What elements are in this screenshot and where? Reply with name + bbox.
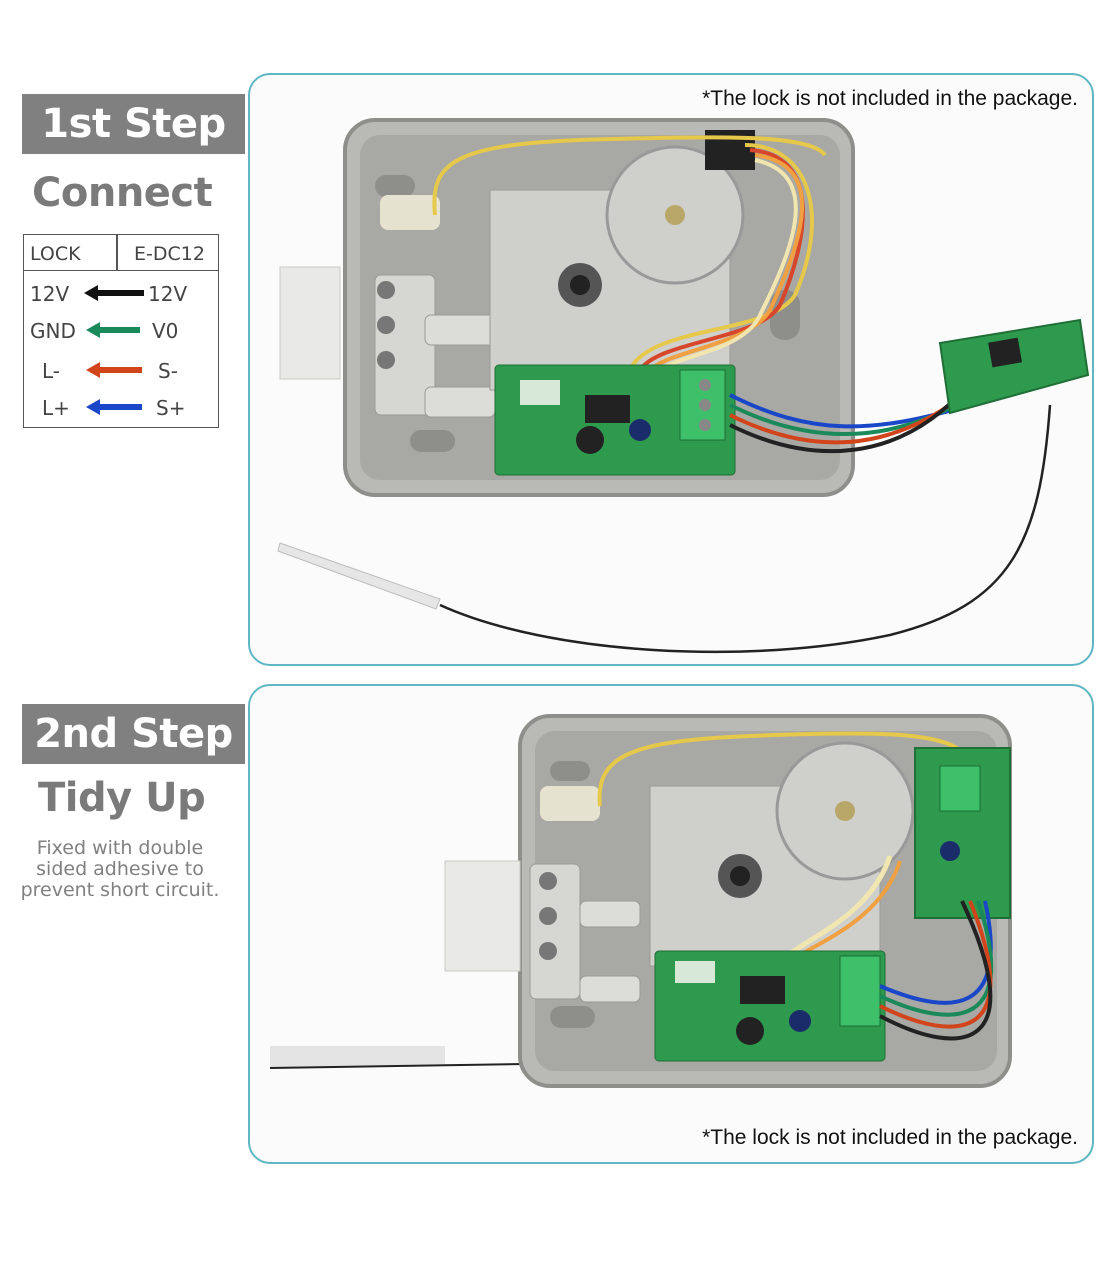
- wire-module-label: S-: [158, 359, 178, 383]
- step2-description: Fixed with double sided adhesive to prev…: [10, 838, 230, 901]
- wiring-row-l-plus: L+ S+: [24, 392, 220, 422]
- arrow-left-icon: [86, 362, 142, 378]
- wiring-table: LOCK E-DC12 12V 12V GND V0 L- S- L+ S+: [23, 234, 219, 428]
- wire-lock-label: L+: [42, 396, 70, 420]
- wire-module-label: V0: [152, 319, 179, 343]
- wiring-row-12v: 12V 12V: [24, 278, 220, 308]
- arrow-left-icon: [86, 399, 142, 415]
- step1-badge: 1st Step: [22, 94, 245, 154]
- lock-tidy-photo: [269, 714, 1012, 1088]
- wire-lock-label: L-: [42, 359, 61, 383]
- wiring-row-l-minus: L- S-: [24, 355, 220, 385]
- wire-lock-label: GND: [30, 319, 76, 343]
- step1-subtitle: Connect: [32, 170, 213, 216]
- lock-wiring-photo: [277, 118, 1090, 654]
- wire-lock-label: 12V: [30, 282, 70, 306]
- wiring-table-header: LOCK E-DC12: [24, 235, 218, 271]
- step2-note: *The lock is not included in the package…: [702, 1126, 1078, 1149]
- description-line: sided adhesive to: [36, 858, 204, 880]
- description-line: prevent short circuit.: [20, 879, 220, 901]
- step1-photo-panel: *The lock is not included in the package…: [248, 73, 1094, 666]
- step2-photo-panel: *The lock is not included in the package…: [248, 684, 1094, 1164]
- wire-module-label: S+: [156, 396, 186, 420]
- description-line: Fixed with double: [36, 837, 204, 859]
- arrow-left-icon: [86, 322, 140, 338]
- wiring-header-lock: LOCK: [30, 243, 81, 265]
- wiring-row-gnd: GND V0: [24, 315, 220, 345]
- step2-badge: 2nd Step: [22, 704, 245, 764]
- wiring-header-edc12: E-DC12: [134, 243, 205, 265]
- step1-note: *The lock is not included in the package…: [702, 87, 1078, 110]
- wire-module-label: 12V: [148, 282, 188, 306]
- arrow-left-icon: [84, 285, 144, 301]
- step2-subtitle: Tidy Up: [38, 775, 206, 821]
